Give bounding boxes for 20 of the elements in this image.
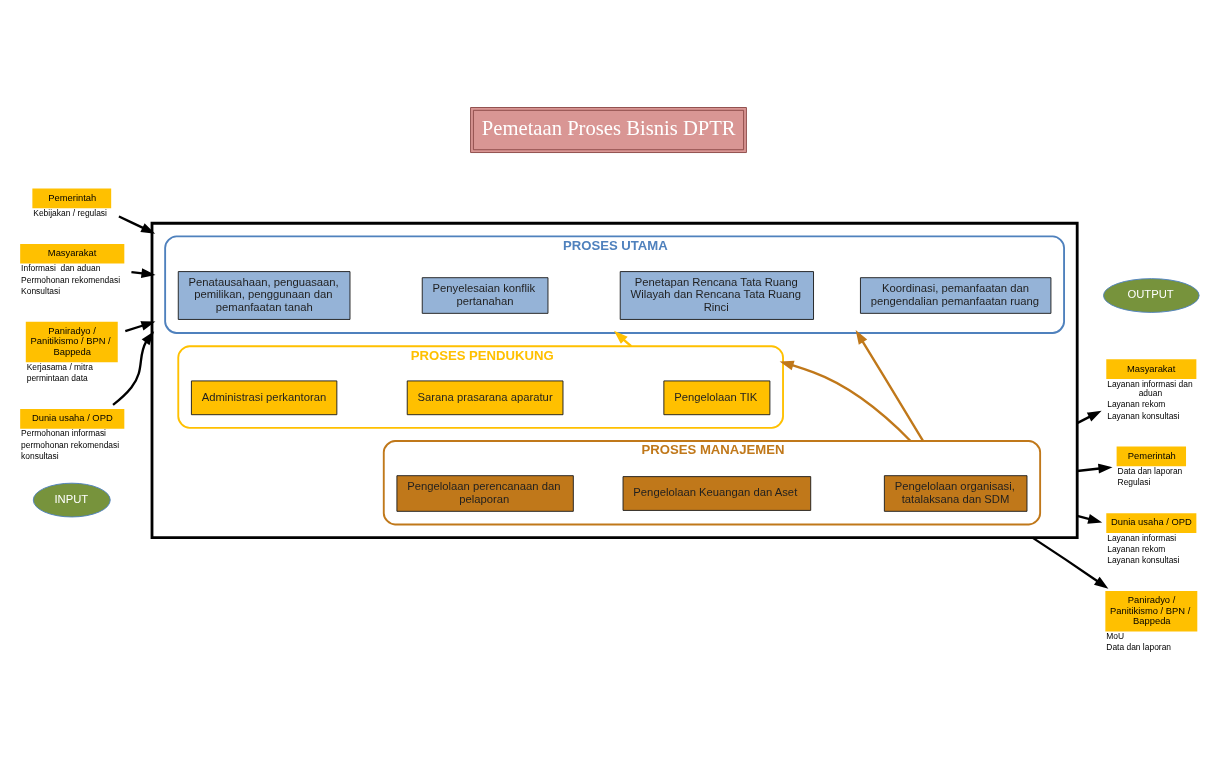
node-label: permintaan data: [26, 372, 88, 383]
node-label: Layanan rekom: [1107, 543, 1166, 554]
node-label: Layanan informasi: [1107, 532, 1177, 543]
node-label: permohonan rekomendasi: [21, 439, 120, 450]
node-label: Konsultasi: [21, 285, 61, 296]
node-label: Layanan konsultasi: [1107, 554, 1180, 565]
node-label: Informasi dan aduan: [21, 262, 101, 273]
node-label: konsultasi: [21, 450, 59, 461]
node-label: Data dan laporan: [1106, 641, 1172, 652]
node-label: Kerjasama / mitra: [26, 361, 93, 372]
node-label: Permohonan rekomendasi: [21, 274, 121, 285]
node-label: MoU: [1106, 630, 1125, 641]
node-label: Kebijakan / regulasi: [33, 207, 107, 218]
node-label: Layanan informasi dan aduan: [1107, 378, 1193, 398]
node-label: Permohonan informasi: [21, 427, 106, 438]
node-label: Regulasi: [1117, 476, 1151, 487]
node-label: Layanan rekom: [1107, 398, 1166, 409]
diagram-title: Pemetaan Proses Bisnis DPTR: [481, 116, 736, 139]
node-label: Layanan konsultasi: [1107, 410, 1180, 421]
node-label: Data dan laporan: [1117, 465, 1183, 476]
